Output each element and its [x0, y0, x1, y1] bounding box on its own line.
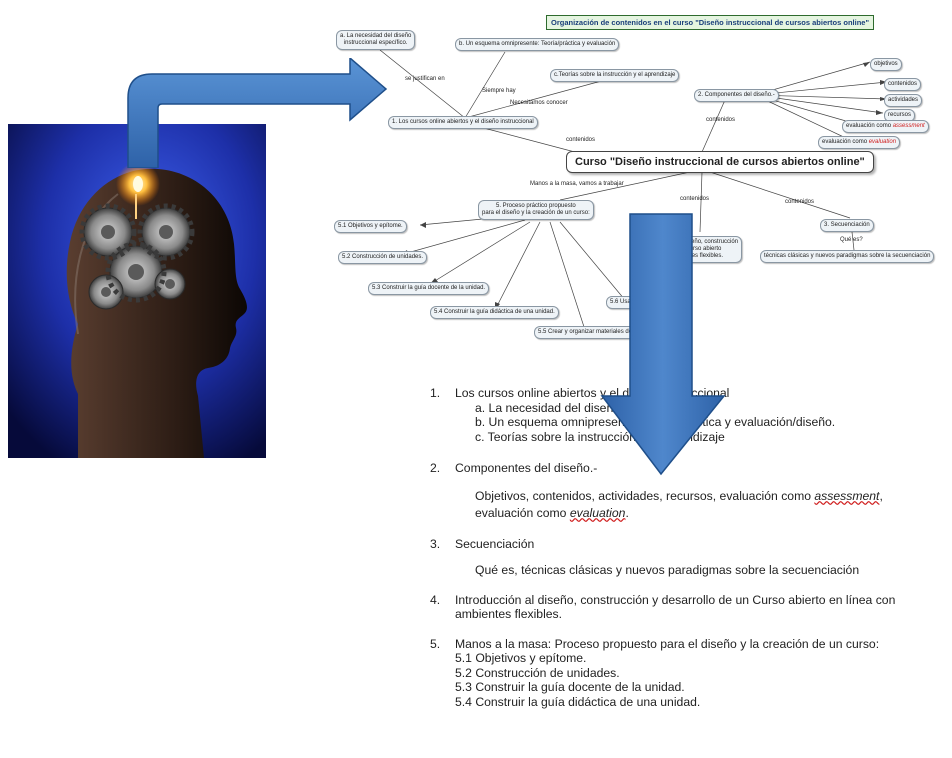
down-arrow: [600, 213, 726, 476]
link-que-es: Qué es?: [840, 237, 863, 243]
eval-a-emphasis: assessment: [892, 123, 925, 129]
head-gears-image: [8, 124, 266, 458]
node-2: 2. Componentes del diseño.-: [694, 89, 779, 102]
link-contenidos-4: contenidos: [785, 199, 815, 205]
node-1c: c.Teorías sobre la instrucción y el apre…: [550, 69, 680, 82]
outline-num: 5.: [430, 636, 441, 651]
node-actividades: actividades: [884, 94, 923, 107]
node-5-4: 5.4 Construir la guía didáctica de una u…: [430, 306, 559, 319]
link-contenidos-3: contenidos: [680, 196, 710, 202]
node-3: 3. Secuenciación: [820, 219, 874, 232]
outline-num: 4.: [430, 592, 441, 607]
outline-sub: 5.3 Construir la guía docente de la unid…: [455, 680, 685, 694]
outline-text: Introducción al diseño, construcción y d…: [455, 592, 896, 607]
outline-text: Manos a la masa: Proceso propuesto para …: [455, 636, 880, 651]
para-mid: ,: [879, 488, 883, 503]
head-with-gears-icon: [8, 124, 266, 458]
outline-item-5: 5. Manos a la masa: Proceso propuesto pa…: [430, 637, 952, 652]
link-manos: Manos a la masa, vamos a trabajar: [530, 181, 624, 187]
curved-arrow: [127, 58, 388, 168]
node-5: 5. Proceso práctico propuesto para el di…: [478, 200, 594, 220]
node-5-3: 5.3 Construir la guía docente de la unid…: [368, 282, 490, 295]
link-justifican: se justifican en: [405, 76, 445, 82]
eval-a-label: evaluación como: [846, 123, 893, 129]
outline-text: Componentes del diseño.-: [455, 461, 598, 475]
node-5-1: 5.1 Objetivos y epítome.: [334, 220, 407, 233]
outline-sub: 5.4 Construir la guía didáctica de una u…: [455, 694, 701, 709]
node-eval-evaluation: evaluación como evaluation: [818, 136, 901, 149]
para-em-assessment: assessment: [814, 488, 880, 503]
outline-num: 2.: [430, 461, 441, 475]
para-em-evaluation: evaluation: [569, 505, 626, 520]
node-center-course: Curso "Diseño instruccional de cursos ab…: [566, 151, 874, 173]
node-5-2: 5.2 Construcción de unidades.: [338, 251, 428, 264]
outline-item-2: 2. Componentes del diseño.-: [430, 461, 952, 476]
outline-text-cont: ambientes flexibles.: [455, 607, 563, 621]
eval-b-label: evaluación como: [822, 139, 869, 145]
node-3-tecnicas: técnicas clásicas y nuevos paradigmas so…: [760, 250, 935, 263]
node-contenidos: contenidos: [884, 78, 922, 91]
node-1: 1. Los cursos online abiertos y el diseñ…: [388, 116, 538, 129]
outline-num: 3.: [430, 536, 441, 551]
outline-item-4: 4. Introducción al diseño, construcción …: [430, 593, 952, 608]
concept-map-links: [379, 49, 888, 331]
outline-sub: 5.1 Objetivos y epítome.: [455, 651, 587, 665]
para-line2: evaluación como: [475, 505, 570, 520]
course-outline: 1. Los cursos online abiertos y el diseñ…: [430, 386, 952, 709]
node-eval-assessment: evaluación como assessment: [842, 120, 929, 133]
outline-num: 1.: [430, 386, 441, 400]
outline-para: Qué es, técnicas clásicas y nuevos parad…: [475, 563, 860, 577]
node-1a: a. La necesidad del diseño instruccional…: [336, 30, 416, 50]
link-siempre: Siempre hay: [482, 88, 516, 94]
outline-sub: 5.2 Construcción de unidades.: [455, 665, 620, 680]
para-pre: Objetivos, contenidos, actividades, recu…: [475, 488, 815, 503]
node-1b: b. Un esquema omnipresente: Teoría/práct…: [455, 38, 620, 51]
node-recursos: recursos: [884, 109, 916, 122]
para-end: .: [625, 505, 629, 520]
node-objetivos: objetivos: [870, 58, 902, 71]
outline-para: Objetivos, contenidos, actividades, recu…: [475, 488, 952, 522]
link-necesitamos: Necesitamos conocer: [510, 100, 568, 106]
outline-text: Secuenciación: [455, 536, 535, 551]
link-contenidos-2: contenidos: [706, 117, 736, 123]
link-contenidos-1: contenidos: [566, 137, 596, 143]
concept-map-title: Organización de contenidos en el curso "…: [546, 15, 875, 30]
eval-b-emphasis: evaluation: [868, 139, 897, 145]
outline-item-3: 3. Secuenciación: [430, 537, 952, 552]
